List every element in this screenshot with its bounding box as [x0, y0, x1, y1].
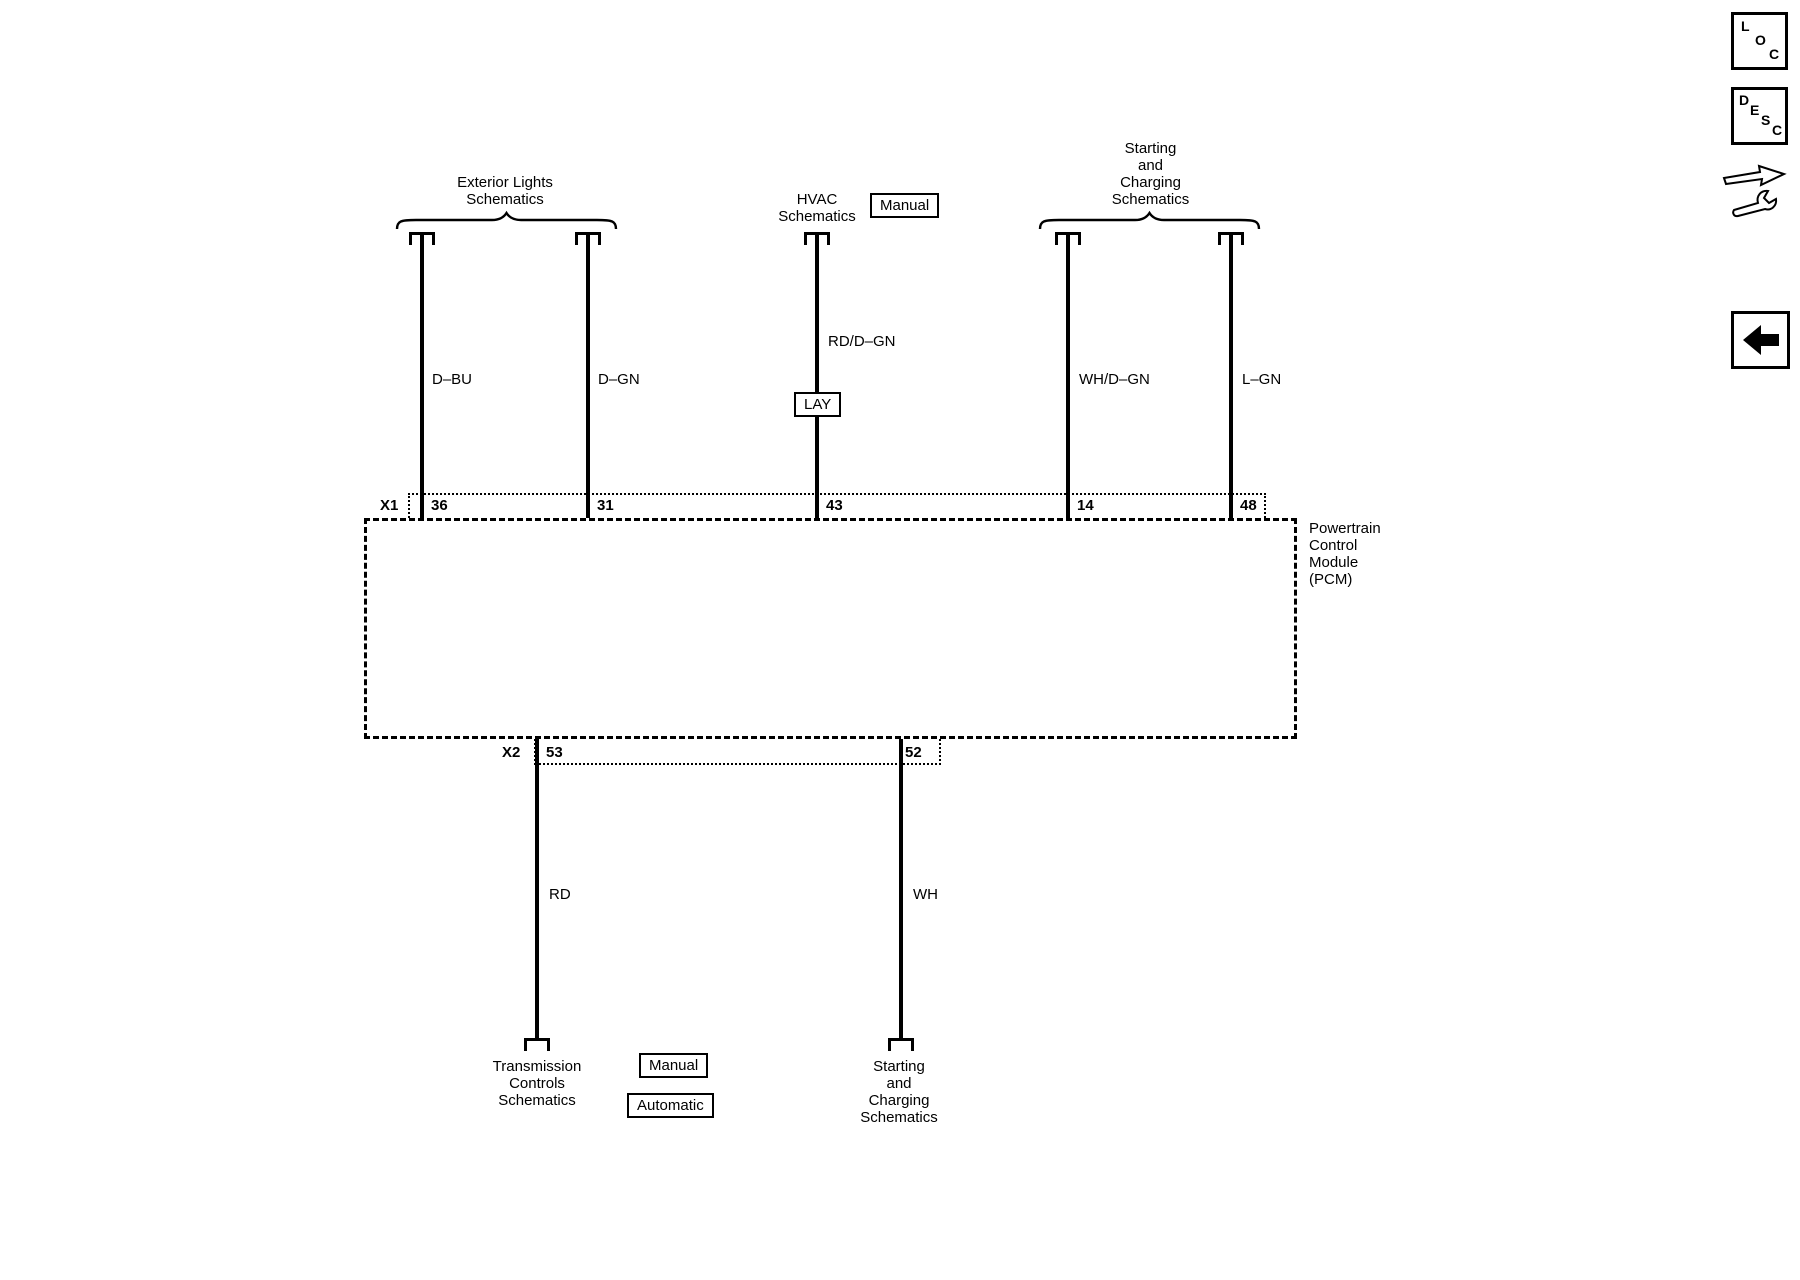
pin-36: 36	[431, 497, 448, 514]
starting-charging-brace	[1038, 210, 1261, 230]
pin-48: 48	[1240, 497, 1257, 514]
pcm-connector-x1-strip	[408, 493, 1266, 518]
wire-rd	[535, 739, 539, 1038]
wire-color-label-wh: WH	[913, 886, 938, 903]
hvac-manual-tag: Manual	[870, 193, 940, 218]
offpage-connector-icon	[888, 1038, 914, 1051]
offpage-connector-icon	[409, 232, 435, 245]
transmission-controls-title: Transmission Controls Schematics	[492, 1058, 582, 1109]
back-button[interactable]	[1731, 311, 1790, 369]
transmission-manual-tag: Manual	[639, 1053, 709, 1078]
desc-button[interactable]: D E S C	[1731, 87, 1788, 145]
loc-button[interactable]: L O C	[1731, 12, 1788, 70]
desc-letter: E	[1750, 102, 1760, 118]
wire-wh	[899, 739, 903, 1038]
loc-letter: C	[1769, 46, 1780, 62]
wire-color-label-d-bu: D–BU	[432, 371, 473, 388]
offpage-connector-icon	[1055, 232, 1081, 245]
wire-color-label-rd-d-gn: RD/D–GN	[828, 333, 896, 350]
wire-d-bu	[420, 235, 424, 518]
lay-tag: LAY	[794, 392, 842, 417]
offpage-connector-icon	[524, 1038, 550, 1051]
offpage-connector-icon	[575, 232, 601, 245]
hvac-title: HVAC Schematics	[778, 191, 856, 225]
offpage-connector-icon	[804, 232, 830, 245]
desc-letter: S	[1761, 112, 1771, 128]
wrench-arrow-icon	[1722, 164, 1787, 218]
loc-letter: L	[1741, 18, 1750, 34]
starting-charging-bottom-title: Starting and Charging Schematics	[860, 1058, 938, 1126]
offpage-connector-icon	[1218, 232, 1244, 245]
exterior-lights-title: Exterior Lights Schematics	[457, 174, 553, 208]
desc-letter: C	[1772, 122, 1783, 138]
pin-14: 14	[1077, 497, 1094, 514]
loc-letter: O	[1755, 32, 1766, 48]
pcm-outline	[364, 518, 1297, 739]
wire-color-label-wh-d-gn: WH/D–GN	[1079, 371, 1150, 388]
back-arrow-icon	[1743, 325, 1779, 355]
connector-x2-label: X2	[502, 744, 521, 761]
wire-d-gn	[586, 235, 590, 518]
pin-43: 43	[826, 497, 843, 514]
desc-letter: D	[1739, 92, 1750, 108]
pin-31: 31	[597, 497, 614, 514]
connector-x1-label: X1	[380, 497, 399, 514]
pin-52: 52	[905, 744, 922, 761]
wire-color-label-l-gn: L–GN	[1242, 371, 1282, 388]
tools-button[interactable]	[1720, 158, 1800, 222]
pcm-label: Powertrain Control Module (PCM)	[1309, 520, 1381, 588]
wire-wh-d-gn	[1066, 235, 1070, 518]
wire-color-label-d-gn: D–GN	[598, 371, 640, 388]
pin-53: 53	[546, 744, 563, 761]
wire-l-gn	[1229, 235, 1233, 518]
starting-charging-title: Starting and Charging Schematics	[1111, 140, 1190, 208]
wire-color-label-rd: RD	[549, 886, 571, 903]
pcm-connector-x2-strip	[534, 739, 941, 765]
exterior-lights-brace	[395, 210, 618, 230]
wire-rd-d-gn	[815, 235, 819, 518]
transmission-automatic-tag: Automatic	[627, 1093, 714, 1118]
